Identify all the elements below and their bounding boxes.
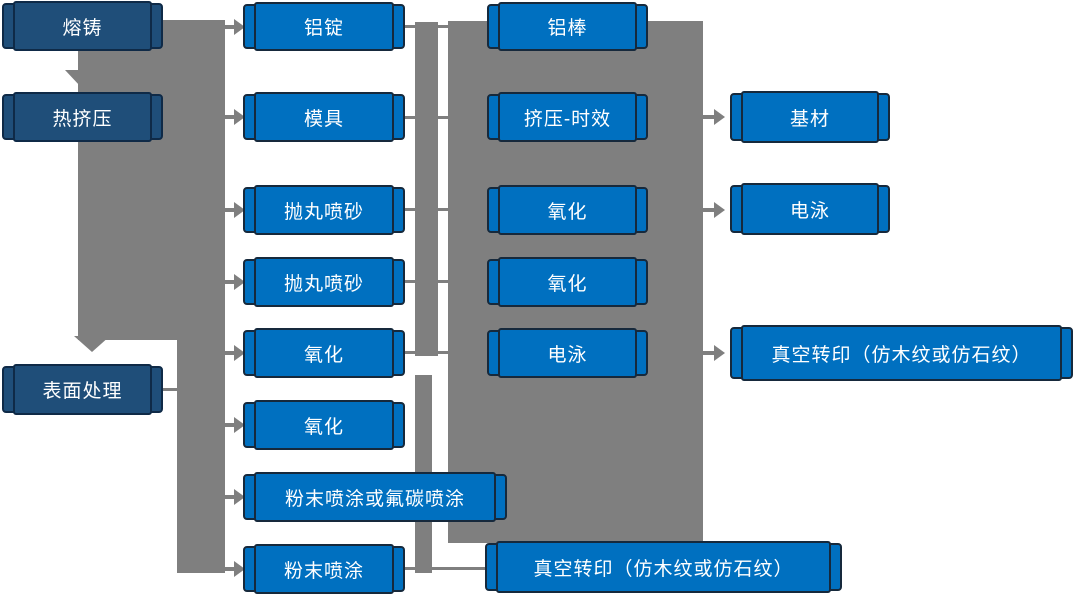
link-line [403,280,417,283]
link-line [403,208,417,211]
node-label: 氧化 [547,201,588,223]
link-line [430,567,487,570]
arrow-to-oxidation-2 [234,417,245,433]
node-label: 真空转印（仿木纹或仿石纹） [771,344,1032,366]
arrow-to-shot-blasting-2 [234,274,245,290]
arrow-shaft [225,495,235,499]
link-line [436,280,451,283]
arrow-to-electrophoresis-right [714,202,725,218]
node-label: 氧化 [303,344,344,366]
connector-bar-mid-upper [415,22,438,356]
arrow-down-to-hot-extrusion [65,70,95,86]
node-label: 挤压-时效 [523,108,612,130]
node-shot-blasting-1: 抛丸喷砂 [243,185,405,235]
link-line [403,25,417,28]
node-base-material: 基材 [730,91,890,143]
arrow-to-aluminum-ingot [234,19,245,35]
arrow-to-base-material [714,109,725,125]
node-label: 氧化 [303,416,344,438]
link-line [436,351,451,354]
arrow-to-powder-coating [234,561,245,577]
arrow-shaft [225,25,235,29]
node-label: 抛丸喷砂 [283,273,364,295]
node-label: 熔铸 [62,17,103,39]
node-label: 铝棒 [547,18,588,39]
node-melting-casting: 熔铸 [2,1,163,51]
node-oxidation-2: 氧化 [243,400,405,450]
node-electrophoresis-right: 电泳 [730,183,890,235]
node-label: 抛丸喷砂 [283,201,364,223]
node-label: 粉末喷涂 [283,560,364,582]
arrow-shaft [225,351,235,355]
node-label: 氧化 [547,273,588,295]
arrow-shaft [703,115,715,119]
node-label: 基材 [789,108,830,130]
arrow-down-to-surface-treatment [74,336,110,352]
node-powder-coating: 粉末喷涂 [243,544,405,594]
arrow-shaft [225,208,235,212]
link-line [436,208,451,211]
node-label: 铝锭 [303,18,344,39]
node-label: 电泳 [789,200,830,222]
node-aluminum-rod: 铝棒 [487,2,648,51]
node-shot-blasting-2: 抛丸喷砂 [243,257,405,307]
node-powder-or-fluorocarbon-coating: 粉末喷涂或氟碳喷涂 [243,472,507,522]
node-aluminum-ingot: 铝锭 [243,2,405,51]
node-extrusion-aging: 挤压-时效 [487,92,648,142]
link-line [436,25,451,28]
node-label: 热挤压 [52,108,113,130]
node-label: 表面处理 [42,381,123,402]
node-label: 模具 [303,108,344,130]
arrow-shaft [703,208,715,212]
arrow-to-vacuum-transfer-right [714,345,725,361]
arrow-to-mold [234,109,245,125]
arrow-shaft [703,351,715,355]
connector-trunk-left-upper [78,20,225,340]
arrow-shaft [225,115,235,119]
node-mold: 模具 [243,92,405,142]
arrow-shaft [225,280,235,284]
arrow-to-oxidation-1 [234,345,245,361]
node-oxidation-3: 氧化 [487,185,648,235]
link-surface-treatment [163,388,179,391]
node-oxidation-4: 氧化 [487,257,648,307]
node-label: 电泳 [547,344,588,366]
node-label: 粉末喷涂或氟碳喷涂 [284,488,465,510]
node-vacuum-transfer-bottom: 真空转印（仿木纹或仿石纹） [485,541,842,593]
arrow-to-powder-coating-fluorocarbon [234,489,245,505]
node-hot-extrusion: 热挤压 [2,92,163,142]
arrow-shaft [225,423,235,427]
link-line [403,351,417,354]
link-line [403,567,417,570]
node-label: 真空转印（仿木纹或仿石纹） [533,558,794,580]
link-line [436,116,451,119]
arrow-to-shot-blasting-1 [234,202,245,218]
connector-trunk-left-lower [177,340,225,573]
node-electrophoresis-mid: 电泳 [487,328,648,378]
arrow-shaft [225,567,235,571]
link-line [403,116,417,119]
node-vacuum-transfer-right: 真空转印（仿木纹或仿石纹） [730,325,1073,381]
node-surface-treatment: 表面处理 [2,364,163,415]
node-oxidation-1: 氧化 [243,328,405,378]
